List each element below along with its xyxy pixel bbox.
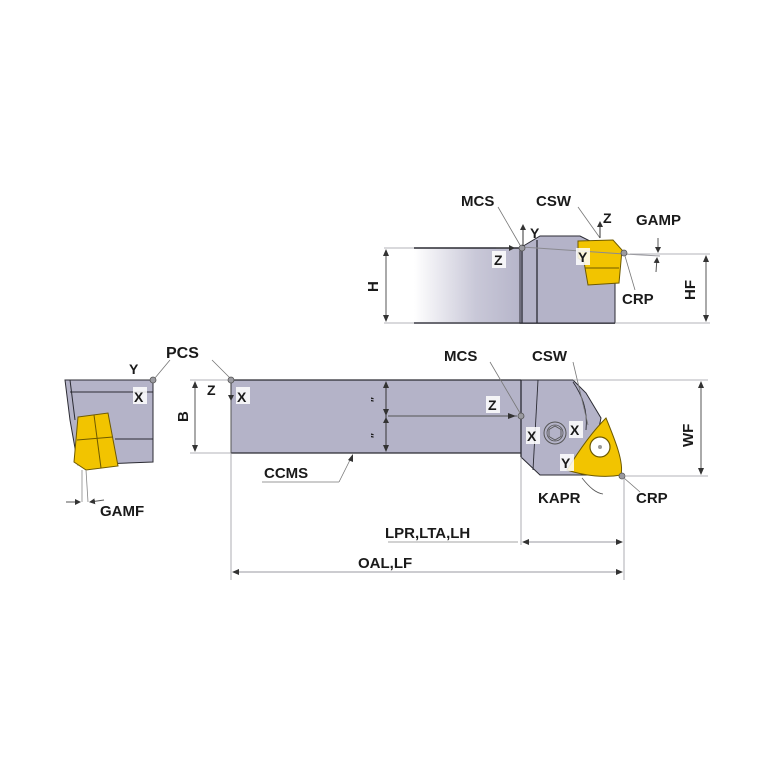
side-mcs-label: MCS [444, 348, 477, 365]
end-axis-y: Y [129, 361, 139, 377]
top-crp-label: CRP [622, 291, 654, 308]
b-label: B [175, 411, 192, 422]
side-crp-label: CRP [636, 490, 668, 507]
side-pcs-point-icon [227, 376, 235, 384]
top-axis-z2: Z [603, 210, 612, 226]
side-csw-label: CSW [532, 348, 568, 365]
side-axis-x1: X [237, 389, 247, 405]
top-shank [414, 248, 526, 323]
crp-point-icon [620, 249, 628, 257]
end-view: Y X GAMF [64, 361, 157, 520]
side-axis-z1: Z [207, 382, 216, 398]
side-view: ″ ″ B CCMS [175, 348, 708, 580]
kapr-label: KAPR [538, 490, 581, 507]
pcs-label: PCS [166, 345, 199, 362]
pcs-point-icon [149, 376, 157, 384]
lpr-lta-lh-label: LPR,LTA,LH [385, 525, 470, 542]
side-axis-x3: X [570, 422, 580, 438]
mcs-point-icon [518, 244, 526, 252]
tick-mark-2: ″ [370, 433, 381, 438]
ccms-label: CCMS [264, 465, 308, 482]
top-axis-y2: Y [578, 249, 588, 265]
gamf-label: GAMF [100, 503, 144, 520]
top-axis-y1: Y [530, 225, 540, 241]
top-axis-z1: Z [494, 252, 503, 268]
side-mcs-point-icon [517, 412, 525, 420]
side-shank [231, 380, 521, 453]
top-hf-label: HF [682, 280, 699, 300]
side-axis-y: Y [561, 455, 571, 471]
end-insert [73, 412, 119, 471]
wf-label: WF [680, 424, 697, 447]
top-mcs-label: MCS [461, 193, 494, 210]
oal-lf-label: OAL,LF [358, 555, 412, 572]
side-axis-x2: X [527, 428, 537, 444]
top-gamp-label: GAMP [636, 212, 681, 229]
side-axis-z2: Z [488, 397, 497, 413]
top-csw-label: CSW [536, 193, 572, 210]
end-axis-x: X [134, 389, 144, 405]
tick-mark-1: ″ [370, 397, 381, 402]
clamp-screw-icon [543, 421, 567, 445]
top-h-label: H [365, 281, 382, 292]
top-view: MCS CSW GAMP CRP H HF Y Z Z Y [365, 193, 710, 324]
